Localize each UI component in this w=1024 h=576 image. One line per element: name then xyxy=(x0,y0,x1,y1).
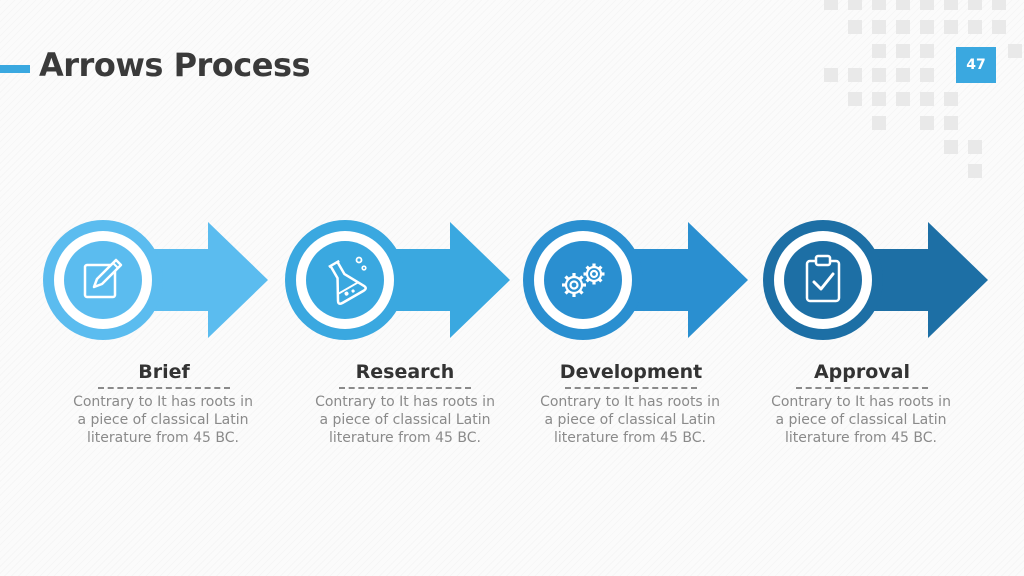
step-label-brief: Brief xyxy=(138,361,190,383)
step-divider xyxy=(339,387,471,389)
edit-icon xyxy=(64,241,142,319)
step-description-approval: Contrary to It has roots in a piece of c… xyxy=(771,394,951,446)
step-divider xyxy=(565,387,697,389)
gears-icon xyxy=(544,241,622,319)
title-accent-bar xyxy=(0,65,30,73)
step-description-brief: Contrary to It has roots in a piece of c… xyxy=(73,394,253,446)
step-research xyxy=(280,220,512,340)
page-number-badge: 47 xyxy=(956,47,996,83)
step-label-development: Development xyxy=(559,361,703,383)
step-approval xyxy=(758,220,990,340)
step-divider xyxy=(796,387,928,389)
step-brief xyxy=(38,220,270,340)
step-description-research: Contrary to It has roots in a piece of c… xyxy=(315,394,495,446)
step-development xyxy=(518,220,750,340)
step-label-approval: Approval xyxy=(813,361,911,383)
flask-icon xyxy=(306,241,384,319)
step-divider xyxy=(98,387,230,389)
clipboard-check-icon xyxy=(784,241,862,319)
step-description-development: Contrary to It has roots in a piece of c… xyxy=(540,394,720,446)
step-label-research: Research xyxy=(355,361,455,383)
page-title: Arrows Process xyxy=(39,46,311,84)
